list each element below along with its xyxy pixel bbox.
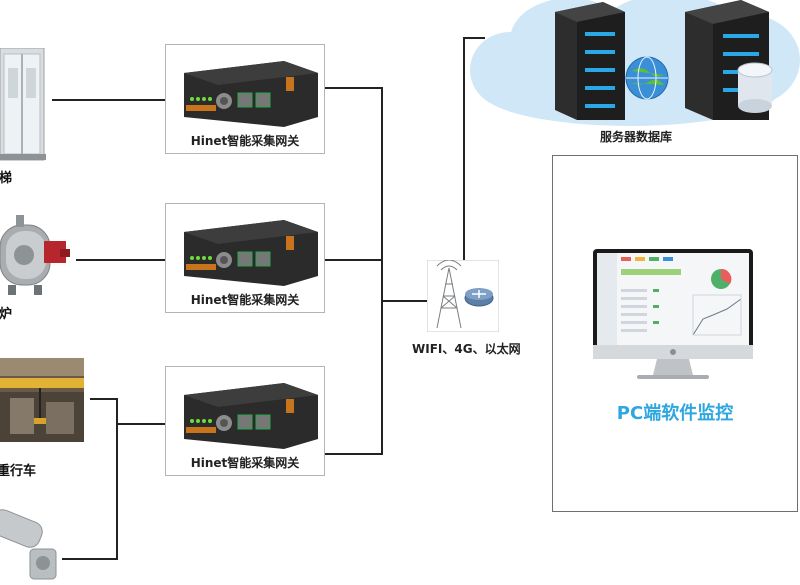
gateway-box-2: Hinet智能采集网关 (165, 203, 325, 313)
gateway-router-image (184, 61, 318, 127)
connector-bracket-vertical (116, 398, 118, 560)
network-label: WIFI、4G、以太网 (412, 342, 521, 356)
device-label-boiler: 锅炉 (0, 307, 13, 322)
connector-crane (90, 398, 116, 400)
connector-to-cloud (463, 37, 485, 39)
gateway-box-1: Hinet智能采集网关 (165, 44, 325, 154)
network-tower-router-icon (427, 260, 499, 332)
connector-bracket-to-gateway3 (116, 423, 165, 425)
monitor-icon (593, 249, 753, 379)
connector-camera (62, 558, 116, 560)
globe-icon (625, 56, 669, 100)
device-label-elevator: 电梯 (0, 171, 13, 186)
connector-gateway1-out (325, 87, 382, 89)
gateway-label: Hinet智能采集网关 (190, 293, 300, 307)
connector-gateway3-out (325, 453, 382, 455)
connector-boiler (76, 259, 165, 261)
connector-trunk-vertical (381, 87, 383, 455)
elevator-image (0, 48, 46, 161)
connector-trunk-to-network (381, 300, 427, 302)
database-icon (737, 62, 773, 113)
gateway-label: Hinet智能采集网关 (190, 456, 300, 470)
device-label-crane: 起重行车 (0, 464, 37, 479)
gateway-router-image (184, 383, 318, 449)
pc-software-caption: PC端软件监控 (616, 403, 734, 424)
crane-image (0, 358, 84, 442)
server-icon (555, 2, 625, 120)
server-database-label: 服务器数据库 (600, 130, 673, 144)
gateway-label: Hinet智能采集网关 (190, 134, 300, 148)
connector-gateway2-out (325, 259, 382, 261)
gateway-router-image (184, 220, 318, 286)
connector-elevator (52, 99, 165, 101)
gateway-box-3: Hinet智能采集网关 (165, 366, 325, 476)
connector-network-up (463, 37, 465, 263)
pc-monitoring-panel: PC端软件监控 (552, 155, 798, 512)
camera-image (0, 509, 57, 580)
boiler-image (0, 215, 70, 295)
